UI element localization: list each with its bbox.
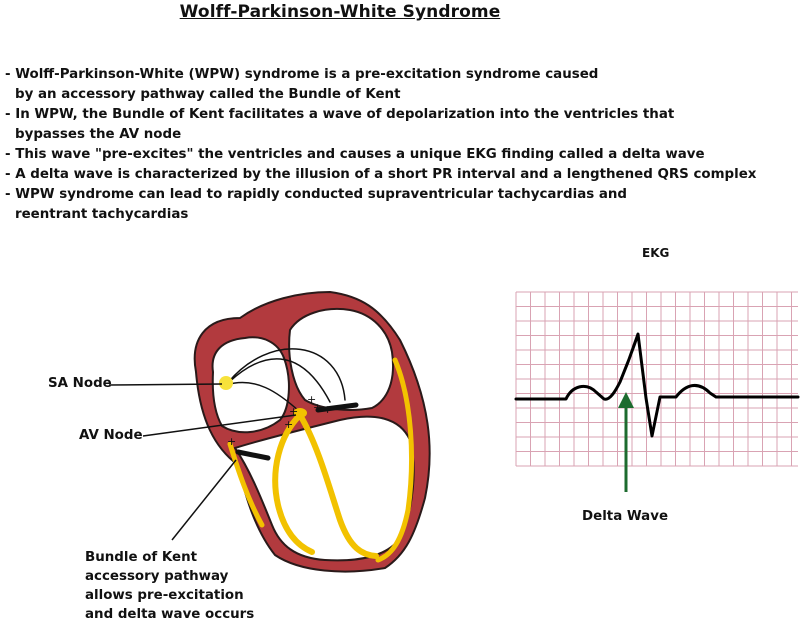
sa-node-marker: [219, 376, 233, 390]
bullet-text: - Wolff-Parkinson-White (WPW) syndrome i…: [5, 67, 599, 82]
conduction-right-bundle: [272, 412, 315, 555]
bundle-of-kent-label: Bundle of Kent accessory pathway allows …: [85, 548, 254, 624]
bullet-text: - In WPW, the Bundle of Kent facilitates…: [5, 107, 675, 122]
heart-atrium-left: [211, 336, 290, 434]
bullet-item: - WPW syndrome can lead to rapidly condu…: [5, 185, 795, 225]
av-node-label: AV Node: [79, 428, 143, 443]
kent-label-line: allows pre-excitation: [85, 588, 244, 603]
bullet-text: - This wave "pre-excites" the ventricles…: [5, 147, 705, 162]
bullet-item: - This wave "pre-excites" the ventricles…: [5, 145, 795, 165]
av-node-pointer: [142, 414, 297, 437]
sa-node-pointer: [108, 383, 223, 386]
plus-sign: +: [323, 403, 332, 416]
bullet-text-cont: by an accessory pathway called the Bundl…: [15, 87, 401, 102]
kent-pointer: [171, 459, 237, 541]
bullet-text: - WPW syndrome can lead to rapidly condu…: [5, 187, 628, 202]
kent-label-line: Bundle of Kent: [85, 550, 198, 565]
plus-sign: +: [307, 393, 316, 406]
sa-node-label: SA Node: [48, 376, 112, 391]
plus-sign: +: [227, 435, 236, 448]
conduction-left-bundle: [297, 412, 379, 559]
av-node-marker: [293, 408, 307, 418]
delta-wave-arrow: [618, 392, 634, 492]
septum-segment-lower: [235, 449, 271, 461]
ekg-trace: [514, 332, 800, 438]
plus-sign: +: [289, 405, 298, 418]
bullet-text-cont: reentrant tachycardias: [15, 207, 189, 222]
ekg-grid: [515, 291, 798, 467]
delta-wave-label: Delta Wave: [582, 509, 669, 524]
septum-segment: [315, 402, 359, 413]
ekg-label: EKG: [642, 246, 670, 260]
bullet-text-cont: bypasses the AV node: [15, 127, 182, 142]
heart-atrium-right: [288, 308, 394, 411]
bullet-item: - Wolff-Parkinson-White (WPW) syndrome i…: [5, 65, 795, 105]
bundle-of-kent-path: [227, 441, 265, 528]
bullet-item: - A delta wave is characterized by the i…: [5, 165, 795, 185]
kent-label-line: accessory pathway: [85, 569, 229, 584]
internodal-pathways: [225, 348, 346, 413]
bullet-list: - Wolff-Parkinson-White (WPW) syndrome i…: [5, 65, 795, 225]
plus-sign: +: [284, 418, 293, 431]
bullet-item: - In WPW, the Bundle of Kent facilitates…: [5, 105, 795, 145]
plus-sign: +: [313, 401, 322, 414]
conduction-outer-right: [375, 357, 415, 563]
kent-label-line: and delta wave occurs: [85, 607, 255, 622]
page-title: Wolff-Parkinson-White Syndrome: [179, 2, 501, 22]
heart-illustration: + + + + + +: [108, 290, 431, 573]
bullet-text: - A delta wave is characterized by the i…: [5, 167, 757, 182]
